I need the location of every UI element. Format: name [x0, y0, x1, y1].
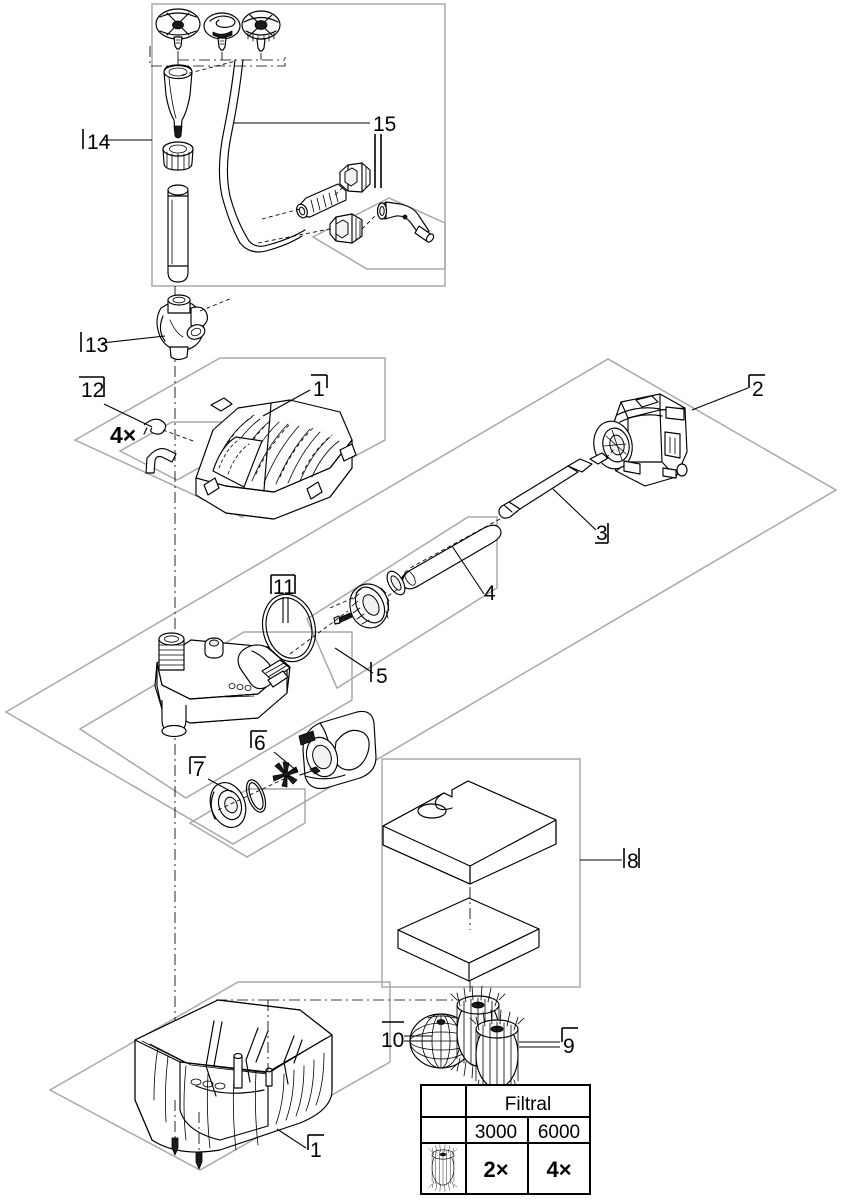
filter-foam-small [397, 897, 540, 982]
callout-8-text: 8 [627, 850, 639, 873]
callout-6-text: 6 [254, 732, 266, 755]
callout-9-text: 9 [563, 1035, 575, 1058]
hose-fitting-barbed-connector [296, 183, 347, 219]
quantity-table: Filtral 3000 6000 2× 4× [420, 1084, 591, 1195]
callout-15-text: 15 [373, 113, 396, 136]
quantity-clip-text: 4× [110, 422, 136, 448]
pump-housing-body [154, 632, 291, 738]
callout-11-text: 11 [273, 576, 295, 599]
table-col-3000: 3000 [475, 1122, 517, 1143]
seal-ring-large [209, 782, 247, 828]
filter-lid-cover [195, 397, 357, 520]
callout-4-quartz: 4 [484, 582, 496, 605]
callout-10-text: 10 [381, 1029, 404, 1052]
uvc-head-screw [333, 612, 353, 625]
fitting-alignment-lines [257, 186, 378, 244]
retaining-clip [143, 418, 197, 474]
table-value-6000: 4× [546, 1157, 571, 1182]
callout-2-text: 2 [752, 378, 764, 401]
callout-13-valve: 13 [80, 332, 108, 357]
nozzle-extension-cone [163, 60, 237, 139]
callout-11-oring: 11 [270, 574, 296, 599]
seal-alignment-line [217, 775, 291, 811]
callout-5-text: 5 [376, 665, 388, 688]
callout-12-text: 12 [81, 379, 104, 402]
group-box-8 [381, 758, 581, 988]
callout-leaders [101, 122, 749, 1149]
group-box-15 [311, 197, 446, 270]
callout-7-seals: 7 [189, 756, 206, 781]
seal-ring-small [245, 779, 267, 813]
callout-10-meshball: 10 [381, 1021, 404, 1052]
uvc-head-screw-cap [349, 583, 390, 629]
callout-8-foam: 8 [623, 848, 640, 873]
callout-6-impeller: 6 [250, 730, 267, 755]
callout-labels: 1 2 3 4 5 6 7 [79, 113, 765, 1162]
callout-14-nozzleset: 14 [82, 129, 111, 154]
nozzle-head-right [241, 10, 281, 52]
callout-13-text: 13 [85, 334, 108, 357]
hose-fitting-elbow [376, 201, 435, 243]
group-box-2-right [4, 358, 838, 845]
foam-axis [268, 866, 471, 1001]
filter-foam-large [382, 780, 557, 885]
callout-3-text: 3 [596, 522, 608, 545]
table-value-3000: 2× [483, 1157, 508, 1182]
quantity-annotation-clip: 4× [110, 422, 136, 448]
filter-brush-front [469, 1009, 525, 1101]
table-col-6000: 6000 [538, 1122, 580, 1143]
nozzle-head-left [155, 8, 201, 50]
callout-1-basin-text: 1 [310, 1139, 322, 1162]
nozzle-head-center [203, 12, 241, 51]
callout-12-clip: 12 [79, 376, 105, 402]
o-ring-seal [261, 593, 317, 663]
callout-1-lid-text: 1 [313, 378, 325, 401]
callout-2-pump: 2 [748, 374, 765, 401]
uvc-dash-alignment [289, 588, 399, 655]
distributor-valve [156, 294, 233, 361]
flexible-hose [218, 59, 306, 253]
callout-3-uvclamp: 3 [595, 522, 609, 545]
nozzle-riser-tube [167, 184, 189, 283]
hose-fitting-cap-nut [339, 162, 371, 193]
uvc-head-seal-ring [386, 570, 406, 596]
filter-basin-base [134, 999, 333, 1170]
callout-7-text: 7 [193, 758, 205, 781]
impeller-cover [298, 710, 377, 790]
table-header-title: Filtral [505, 1094, 551, 1115]
callout-4-text: 4 [484, 582, 496, 605]
uvc-lamp-shaft [409, 447, 616, 569]
group-box-14 [151, 3, 446, 287]
callout-15-fittings: 15 [373, 113, 396, 188]
callout-1-basin: 1 [307, 1134, 324, 1162]
group-box-4 [306, 516, 498, 690]
callout-14-text: 14 [87, 131, 111, 154]
pump-motor [593, 393, 688, 487]
hose-fitting-union-nut [329, 213, 363, 244]
callout-9-brush: 9 [561, 1027, 578, 1058]
callout-1-lid: 1 [311, 374, 328, 401]
callout-5-uvchead: 5 [370, 662, 388, 688]
nozzle-collar-nut [162, 141, 194, 171]
table-filter-brush-icon [428, 1144, 458, 1192]
